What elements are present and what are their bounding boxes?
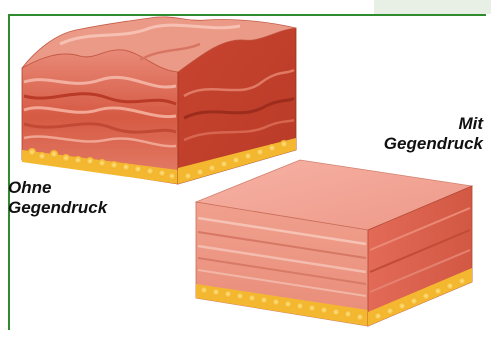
tissue-block-without-pressure	[22, 17, 296, 184]
label-with-pressure: Mit Gegendruck	[384, 114, 483, 154]
label-without-pressure: Ohne Gegendruck	[8, 178, 107, 218]
tissue-block-with-pressure	[196, 160, 472, 326]
